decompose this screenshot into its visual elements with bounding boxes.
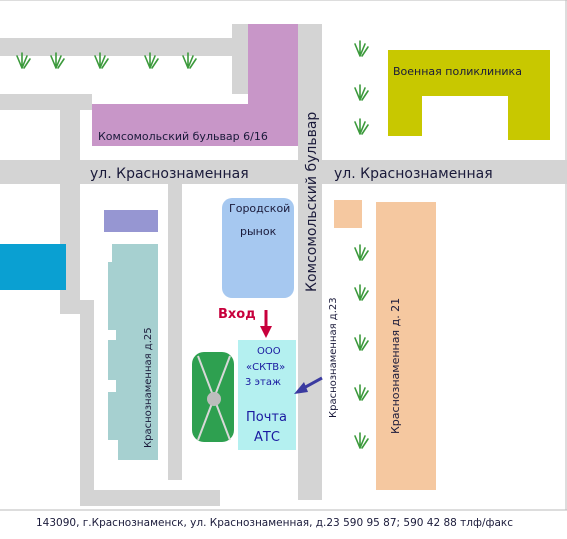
building-krasnoznamennaya-23 <box>238 340 296 450</box>
grass-tuft <box>354 384 369 401</box>
grass-tuft <box>354 40 369 57</box>
label-krasnoznamennaya-25: Краснознаменная д.25 <box>143 327 154 448</box>
roads <box>0 24 567 506</box>
building-blue <box>0 244 66 290</box>
street-label-krasnoznamennaya-left: ул. Краснознаменная <box>90 166 249 182</box>
entrance-arrow-head <box>260 326 272 338</box>
label-krasnoznamennaya-23: Краснознаменная д.23 <box>328 297 339 418</box>
label-post: Почта <box>246 410 287 425</box>
building-market <box>222 198 294 298</box>
courtyard-fountain <box>207 392 221 406</box>
building-krasnoznamennaya-21 <box>376 202 436 490</box>
road-inner <box>168 184 182 480</box>
grass-tuft <box>354 284 369 301</box>
road-top-left <box>0 24 250 56</box>
building-komsomolsky-6-16 <box>92 24 298 146</box>
label-office-line3: 3 этаж <box>245 377 281 388</box>
grass-tuft <box>144 52 159 69</box>
label-krasnoznamennaya-21: Краснознаменная д. 21 <box>389 298 402 434</box>
grass-tuft <box>354 118 369 135</box>
building-lavender <box>104 210 158 232</box>
label-entrance: Вход <box>218 307 256 322</box>
grass-tuft <box>354 244 369 261</box>
office-arrow-head <box>294 382 308 394</box>
labels: ул. Краснознаменная ул. Краснознаменная … <box>36 65 522 529</box>
grass-tuft <box>354 432 369 449</box>
arrows <box>260 310 323 394</box>
building-military-clinic <box>388 50 550 140</box>
grass-tuft <box>354 334 369 351</box>
grass-tuft <box>94 52 109 69</box>
label-military-clinic: Военная поликлиника <box>393 65 522 78</box>
label-market-line1: Городской <box>229 202 290 215</box>
label-ats: АТС <box>254 430 280 445</box>
road-bottom <box>80 490 220 506</box>
building-krasnoznamennaya-25 <box>108 244 158 460</box>
grass-tufts <box>16 40 369 449</box>
grass-tuft <box>50 52 65 69</box>
road-komsomolsky <box>298 24 322 500</box>
building-orange-small <box>334 200 362 228</box>
buildings <box>0 24 550 490</box>
road-top-connector <box>232 24 250 94</box>
road-left-lower <box>80 300 94 506</box>
grass-tuft <box>182 52 197 69</box>
footer-address: 143090, г.Краснознаменск, ул. Краснознам… <box>36 517 513 529</box>
label-komsomolsky-6-16: Комсомольский бульвар 6/16 <box>98 130 268 143</box>
street-label-komsomolsky: Комсомольский бульвар <box>304 112 320 292</box>
road-krasnoznamennaya <box>0 160 567 184</box>
label-market-line2: рынок <box>240 225 277 238</box>
grass-tuft <box>16 52 31 69</box>
grass-tuft <box>354 84 369 101</box>
street-label-krasnoznamennaya-right: ул. Краснознаменная <box>334 166 493 182</box>
label-office-line2: «СКТВ» <box>246 362 285 373</box>
label-office-line1: ООО <box>257 346 281 357</box>
